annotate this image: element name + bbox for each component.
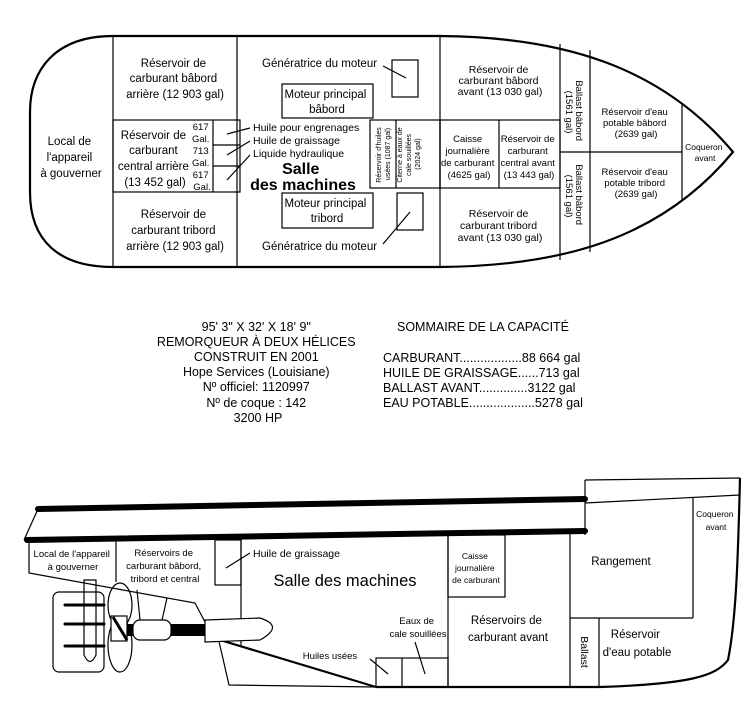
plan-res-babord-arriere: Réservoir de carburant bâbord arrière (1…	[126, 58, 224, 101]
capacity-summary: SOMMAIRE DE LA CAPACITÉ CARBURANT.......…	[383, 319, 584, 410]
plan-ballast-1: Ballast bâbord (1561 gal)	[563, 80, 584, 143]
rudder-stock	[83, 579, 97, 663]
generator-starboard	[396, 192, 424, 231]
plan-salle-machines: Salle des machines	[250, 161, 356, 194]
plan-res-tribord-avant: Réservoir de carburant tribord avant (13…	[458, 208, 543, 244]
profile-eaux: Eaux de cale souillées	[389, 616, 446, 640]
plan-huiles-usees: Réservoir d'huiles usées (1087 gal)	[376, 125, 392, 182]
summary-title: SOMMAIRE DE LA CAPACITÉ	[397, 319, 569, 334]
svg-text:95' 3" X 32' X 18' 9" RE: 95' 3" X 32' X 18' 9" REMORQUEUR À DEUX …	[157, 320, 359, 425]
profile-huile: Huile de graissage	[253, 548, 340, 560]
profile-local: Local de l'appareil à gouverner	[34, 549, 113, 573]
plan-generatrice-tribord: Génératrice du moteur	[262, 241, 377, 253]
shaft-pod	[204, 617, 274, 643]
plan-res-central-arriere: Réservoir de carburant central arrière (…	[118, 130, 192, 189]
vessel-specs: 95' 3" X 32' X 18' 9" REMORQUEUR À DEUX …	[157, 320, 359, 425]
main-engine-port	[281, 83, 374, 119]
plan-citerne: Citerne à eaux de cale souillées (2024 g…	[397, 125, 422, 182]
plan-res-tribord-arriere: Réservoir de carburant tribord arrière (…	[126, 209, 224, 253]
main-engine-starboard	[281, 192, 374, 229]
plan-local-gouverner: Local de l'appareil à gouverner	[40, 136, 102, 180]
plan-coqueron: Coqueron avant	[685, 142, 725, 163]
deck-plan: Local de l'appareil à gouverner Réservoi…	[28, 34, 735, 269]
profile-huiles-usees: Huiles usées	[303, 651, 358, 662]
plan-res-babord-avant: Réservoir de carburant bâbord avant (13 …	[458, 64, 543, 98]
profile-eau-potable: Réservoir d'eau potable	[603, 629, 672, 659]
summary-rows: CARBURANT..................88 664 gal HU…	[383, 351, 584, 410]
plan-ballast-2: Ballast bâbord (1561 gal)	[563, 164, 584, 227]
plan-small-tanks-gallons: 617 Gal. 713 Gal. 617 Gal.	[192, 122, 212, 193]
plan-moteur-babord: Moteur principal bâbord	[284, 89, 369, 116]
generator-port	[391, 59, 419, 98]
profile-res-avant: Réservoirs de carburant avant	[468, 615, 549, 644]
profile-rangement: Rangement	[591, 556, 651, 568]
propeller-shaft	[171, 624, 205, 636]
plan-fluids: Huile pour engrenages Huile de graissage…	[253, 122, 362, 160]
plan-eau-tribord: Réservoir d'eau potable tribord (2639 ga…	[602, 167, 671, 200]
profile-coqueron: Coqueron avant	[696, 509, 736, 532]
plan-eau-babord: Réservoir d'eau potable bâbord (2639 gal…	[602, 107, 671, 140]
rudder	[52, 591, 105, 673]
plan-caisse: Caisse journalière de carburant (4625 ga…	[441, 134, 497, 181]
bulwark-lower	[24, 528, 588, 543]
plan-central-avant: Réservoir de carburant central avant (13…	[500, 134, 557, 181]
plan-generatrice-babord: Génératrice du moteur	[262, 58, 377, 70]
profile-salle: Salle des machines	[273, 572, 416, 590]
bulwark-upper	[35, 496, 588, 512]
profile-ballast: Ballast	[578, 636, 590, 668]
profile-caisse: Caisse journalière de carburant	[452, 551, 500, 585]
profile-reservoirs: Réservoirs de carburant bâbord, tribord …	[126, 548, 204, 585]
side-profile: Local de l'appareil à gouverner Réservoi…	[23, 477, 742, 689]
shaft-bearing	[132, 619, 172, 641]
plan-hull-outline	[28, 34, 735, 269]
plan-moteur-tribord: Moteur principal tribord	[284, 198, 369, 225]
